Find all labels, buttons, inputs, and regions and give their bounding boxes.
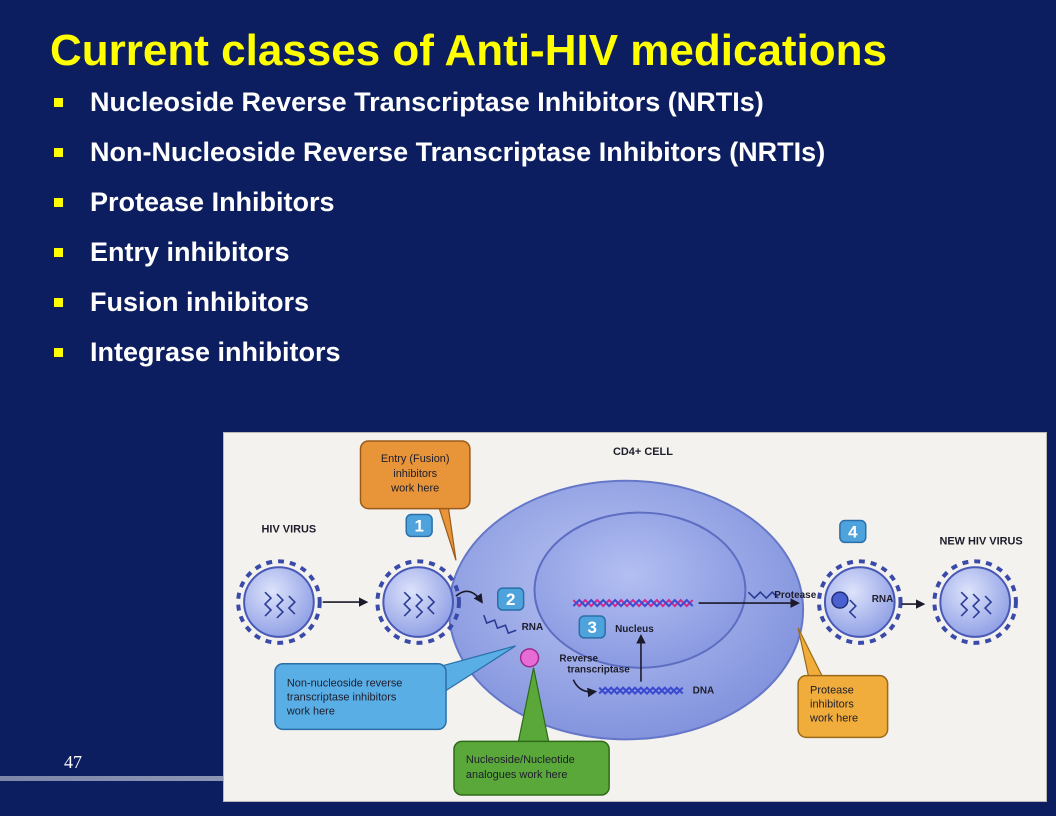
step-badge: 2 xyxy=(497,587,525,611)
bullet-square-icon xyxy=(54,248,63,257)
new-rna-strand xyxy=(747,591,779,600)
bullet-item: Protease Inhibitors xyxy=(48,186,988,219)
budding-virus xyxy=(817,559,903,645)
cd4-cell-label: CD4+ CELL xyxy=(613,446,673,458)
bullet-item: Integrase inhibitors xyxy=(48,336,988,369)
nucleus-label: Nucleus xyxy=(615,624,654,635)
svg-text:work here: work here xyxy=(809,712,858,724)
hiv-virus xyxy=(236,559,322,645)
rna-label: RNA xyxy=(872,594,894,605)
reverse-transcriptase-label-2: transcriptase xyxy=(567,665,630,676)
footer-bar xyxy=(0,776,230,781)
reverse-transcriptase-enzyme xyxy=(519,648,540,668)
svg-text:4: 4 xyxy=(848,522,858,541)
svg-text:Protease: Protease xyxy=(810,685,854,697)
callout-nnrti: Non-nucleoside reverse transcriptase inh… xyxy=(274,645,516,731)
viral-rna-strand xyxy=(483,614,517,635)
viral-dna-strand xyxy=(598,686,684,695)
bullet-square-icon xyxy=(54,198,63,207)
svg-text:1: 1 xyxy=(414,516,423,535)
callout-nrti: Nucleoside/Nucleotide analogues work her… xyxy=(453,667,610,796)
bullet-text: Fusion inhibitors xyxy=(90,287,309,317)
new-hiv-virus xyxy=(932,559,1018,645)
bullet-item: Fusion inhibitors xyxy=(48,286,988,319)
svg-text:Entry (Fusion): Entry (Fusion) xyxy=(381,453,450,465)
bullet-square-icon xyxy=(54,348,63,357)
svg-text:transcriptase inhibitors: transcriptase inhibitors xyxy=(287,692,397,704)
svg-text:analogues work here: analogues work here xyxy=(466,769,568,781)
bullet-text: Entry inhibitors xyxy=(90,237,290,267)
callout-protease-inhibitors: Protease inhibitors work here xyxy=(797,627,889,739)
arrow xyxy=(455,590,483,604)
hiv-virus-binding xyxy=(375,559,461,645)
new-hiv-virus-label: NEW HIV VIRUS xyxy=(939,535,1022,547)
slide-title: Current classes of Anti-HIV medications xyxy=(50,26,888,75)
viral-dna-strand xyxy=(598,686,684,695)
rna-label: RNA xyxy=(522,622,544,633)
svg-text:inhibitors: inhibitors xyxy=(810,699,854,711)
bullet-text: Protease Inhibitors xyxy=(90,187,335,217)
svg-text:work here: work here xyxy=(286,705,335,717)
step-badge: 3 xyxy=(578,615,606,639)
svg-text:2: 2 xyxy=(506,590,515,609)
dna-label: DNA xyxy=(693,686,715,697)
bullet-square-icon xyxy=(54,298,63,307)
bullet-text: Non-Nucleoside Reverse Transcriptase Inh… xyxy=(90,137,826,167)
hiv-lifecycle-figure: CD4+ CELL HIV VIRUS NEW HIV VIRUS RNA Nu… xyxy=(223,432,1047,802)
svg-text:Nucleoside/Nucleotide: Nucleoside/Nucleotide xyxy=(466,754,575,766)
cell-nucleus xyxy=(533,511,747,669)
hiv-lifecycle-diagram: CD4+ CELL HIV VIRUS NEW HIV VIRUS RNA Nu… xyxy=(236,440,1023,796)
reverse-transcriptase-label-1: Reverse xyxy=(559,654,598,665)
bullet-list: Nucleoside Reverse Transcriptase Inhibit… xyxy=(48,86,988,386)
page-number: 47 xyxy=(64,752,82,772)
svg-text:work here: work here xyxy=(390,483,439,495)
bullet-item: Non-Nucleoside Reverse Transcriptase Inh… xyxy=(48,136,988,169)
protease-enzyme xyxy=(831,591,849,609)
step-badge: 1 xyxy=(405,513,433,538)
bullet-square-icon xyxy=(54,98,63,107)
protease-label: Protease xyxy=(774,590,816,601)
step-badge: 4 xyxy=(839,519,867,544)
svg-text:3: 3 xyxy=(588,618,597,637)
svg-text:Non-nucleoside reverse: Non-nucleoside reverse xyxy=(287,678,403,690)
bullet-text: Integrase inhibitors xyxy=(90,337,341,367)
bullet-item: Nucleoside Reverse Transcriptase Inhibit… xyxy=(48,86,988,119)
bullet-item: Entry inhibitors xyxy=(48,236,988,269)
arrow xyxy=(572,679,598,698)
bullet-text: Nucleoside Reverse Transcriptase Inhibit… xyxy=(90,87,764,117)
integrated-dna-pink xyxy=(572,598,694,608)
hiv-virus-label: HIV VIRUS xyxy=(262,523,317,535)
callout-entry-inhibitors: Entry (Fusion) inhibitors work here xyxy=(359,440,471,561)
svg-text:inhibitors: inhibitors xyxy=(393,468,437,480)
integrated-dna-blue xyxy=(572,598,694,608)
bullet-square-icon xyxy=(54,148,63,157)
